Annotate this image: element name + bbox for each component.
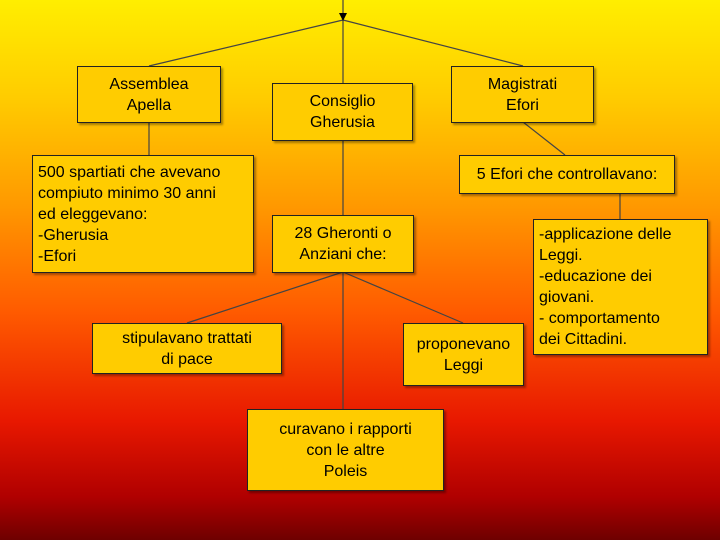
node-trattati: stipulavano trattati di pace xyxy=(92,323,282,374)
arrow-head xyxy=(339,13,347,21)
connector-efori-controllo xyxy=(522,121,566,156)
node-assemblea: Assemblea Apella xyxy=(77,66,221,123)
node-gherusia: Consiglio Gherusia xyxy=(272,83,413,141)
connector-to-efori xyxy=(342,19,524,67)
node-efori-controllo: 5 Efori che controllavano: xyxy=(459,155,675,194)
connector-gheronti-trattati xyxy=(186,271,344,324)
node-gheronti: 28 Gheronti o Anziani che: xyxy=(272,215,414,273)
node-leggi: proponevano Leggi xyxy=(403,323,524,386)
node-spartiati: 500 spartiati che avevano compiuto minim… xyxy=(32,155,254,273)
node-rapporti: curavano i rapporti con le altre Poleis xyxy=(247,409,444,491)
node-competenze-efori: -applicazione delle Leggi. -educazione d… xyxy=(533,219,708,355)
connector-gheronti-leggi xyxy=(342,271,464,324)
connector-to-assemblea xyxy=(148,19,344,67)
node-efori: Magistrati Efori xyxy=(451,66,594,123)
